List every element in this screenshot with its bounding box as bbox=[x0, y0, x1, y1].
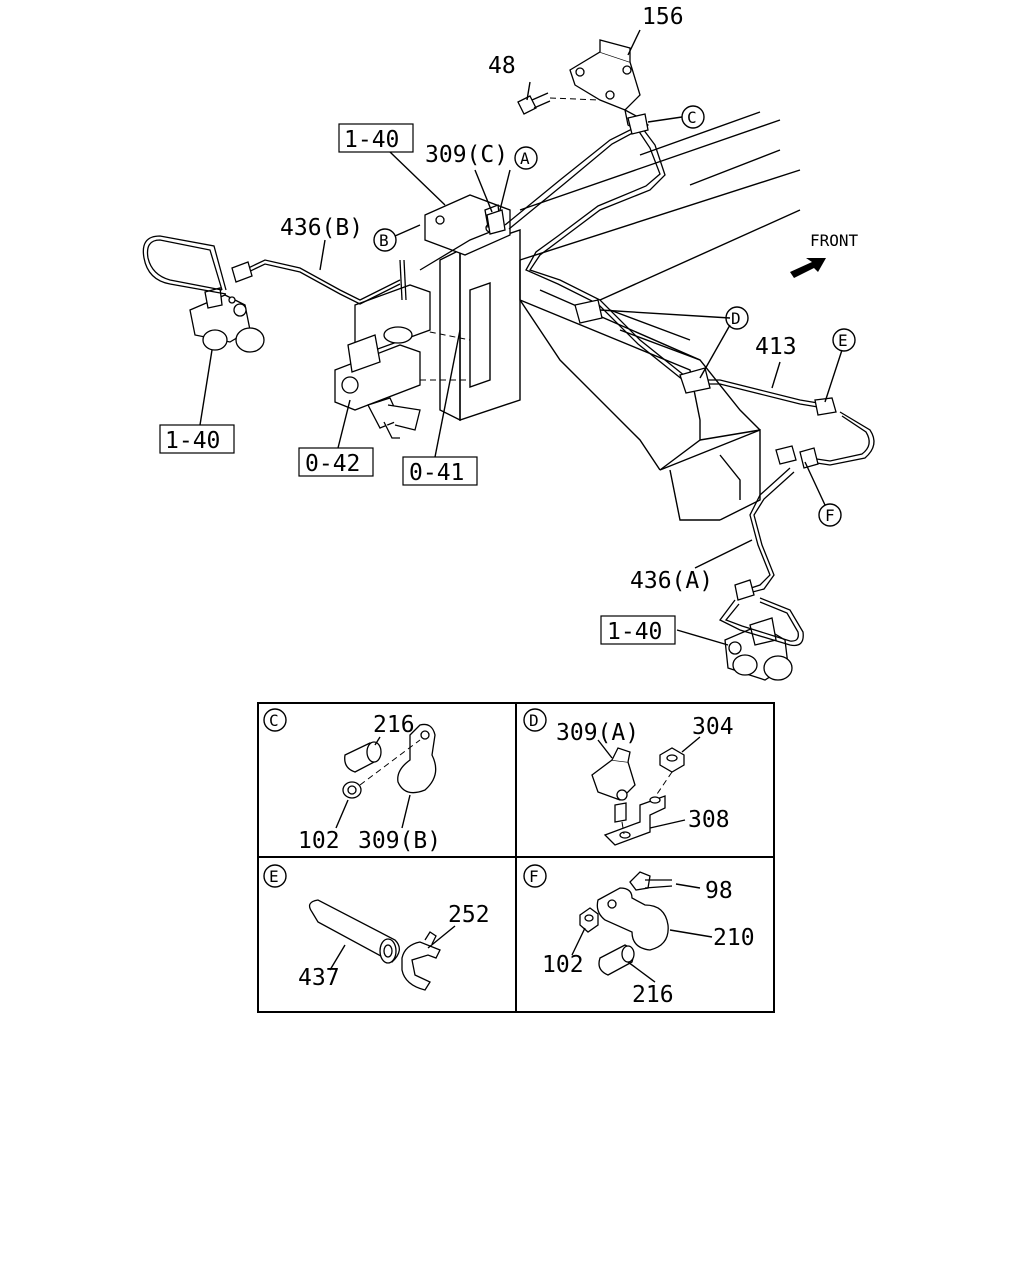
detail-c-216: 216 bbox=[373, 712, 415, 738]
detail-d: D 309(A) 304 308 bbox=[523, 708, 734, 846]
ref-box-0-41 bbox=[402, 456, 478, 486]
circle-letter-b: B bbox=[379, 231, 389, 250]
detail-d-304: 304 bbox=[692, 714, 734, 740]
callout-1-40-top: 1-40 bbox=[344, 127, 399, 153]
detail-c: C 216 102 309(B) bbox=[263, 708, 441, 854]
circle-letter-c: C bbox=[687, 108, 697, 127]
bolt-48 bbox=[517, 92, 601, 115]
callout-48: 48 bbox=[488, 53, 516, 79]
detail-f-102: 102 bbox=[542, 952, 584, 978]
circle-letter-e: E bbox=[838, 331, 848, 350]
front-label: FRONT bbox=[810, 231, 859, 250]
circle-letter-d: D bbox=[731, 309, 741, 328]
ref-box-1-40-bottom bbox=[600, 615, 676, 645]
ref-box-1-40-left bbox=[159, 424, 235, 454]
detail-f-98: 98 bbox=[705, 878, 733, 904]
callout-413: 413 bbox=[755, 334, 797, 360]
callout-0-42: 0-42 bbox=[305, 451, 360, 477]
callout-436a: 436(A) bbox=[630, 568, 713, 594]
ref-box-0-42 bbox=[298, 447, 374, 477]
callout-309c: 309(C) bbox=[425, 142, 508, 168]
detail-d-309a: 309(A) bbox=[556, 720, 639, 746]
callout-1-40-left: 1-40 bbox=[165, 428, 220, 454]
detail-e-252: 252 bbox=[448, 902, 490, 928]
callout-0-41: 0-41 bbox=[409, 460, 464, 486]
main-circled-letters: A B C D E F bbox=[373, 105, 856, 527]
valve-assembly bbox=[334, 284, 431, 439]
brake-pipes bbox=[142, 113, 875, 647]
circle-letter-a: A bbox=[520, 149, 530, 168]
detail-c-309b: 309(B) bbox=[358, 828, 441, 854]
leader-lines bbox=[199, 29, 843, 646]
detail-f-letter: F bbox=[529, 867, 539, 886]
detail-f: F 98 210 102 216 bbox=[523, 864, 755, 1008]
main-callouts: 156 48 1-40 309(C) 436(B) 413 1-40 0-42 … bbox=[159, 4, 797, 645]
detail-e-letter: E bbox=[269, 867, 279, 886]
circle-letter-f: F bbox=[825, 506, 835, 525]
front-arrow: FRONT bbox=[790, 231, 859, 278]
callout-156: 156 bbox=[642, 4, 684, 30]
detail-e-437: 437 bbox=[298, 965, 340, 991]
detail-d-308: 308 bbox=[688, 807, 730, 833]
detail-f-210: 210 bbox=[713, 925, 755, 951]
ref-box-1-40-top bbox=[338, 123, 414, 153]
detail-e: E 252 437 bbox=[263, 864, 490, 991]
detail-f-216: 216 bbox=[632, 982, 674, 1008]
detail-c-letter: C bbox=[269, 711, 279, 730]
callout-1-40-bottom: 1-40 bbox=[607, 619, 662, 645]
callout-436b: 436(B) bbox=[280, 215, 363, 241]
detail-grid bbox=[257, 702, 775, 1013]
detail-d-letter: D bbox=[529, 711, 539, 730]
detail-c-102: 102 bbox=[298, 828, 340, 854]
left-wheel-cylinder bbox=[189, 287, 265, 353]
